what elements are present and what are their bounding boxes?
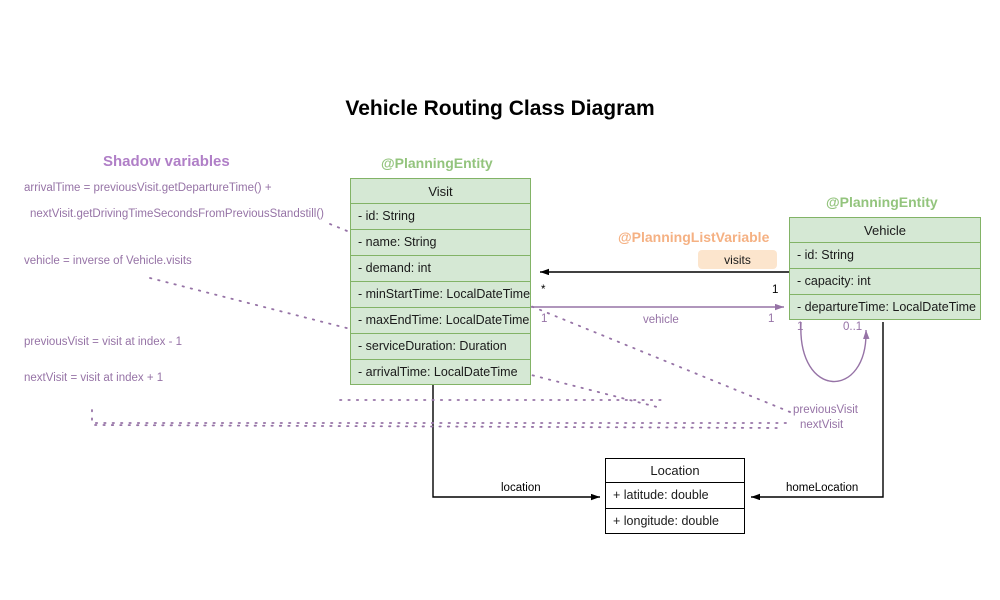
visit-attribute-name: - name: String bbox=[350, 229, 531, 255]
visit-attribute-min-start-time: - minStartTime: LocalDateTime bbox=[350, 281, 531, 307]
visits-multiplicity-visit-side: * bbox=[541, 284, 546, 296]
location-attribute-longitude: + longitude: double bbox=[605, 508, 745, 534]
visits-annotation: @PlanningListVariable bbox=[618, 229, 770, 245]
class-box-visit: Visit - id: String - name: String - dema… bbox=[350, 178, 531, 385]
visit-annotation: @PlanningEntity bbox=[381, 155, 493, 171]
page-title: Vehicle Routing Class Diagram bbox=[345, 97, 655, 120]
vehicle-class-name: Vehicle bbox=[789, 217, 981, 242]
shadow-variables-title: Shadow variables bbox=[103, 153, 230, 170]
vehicle-multiplicity-visit-side: 1 bbox=[541, 313, 548, 325]
previous-visit-multiplicity-source: 1 bbox=[797, 321, 804, 333]
previous-visit-multiplicity-target: 0..1 bbox=[843, 321, 863, 333]
vehicle-edge-label: vehicle bbox=[643, 314, 679, 326]
shadow-note-arrival-time-2: nextVisit.getDrivingTimeSecondsFromPrevi… bbox=[30, 208, 324, 220]
edge-location bbox=[432, 383, 600, 501]
visit-attribute-arrival-time: - arrivalTime: LocalDateTime bbox=[350, 359, 531, 385]
visit-attribute-demand: - demand: int bbox=[350, 255, 531, 281]
shadow-note-vehicle: vehicle = inverse of Vehicle.visits bbox=[24, 255, 192, 267]
class-box-vehicle: Vehicle - id: String - capacity: int - d… bbox=[789, 217, 981, 320]
vehicle-attribute-capacity: - capacity: int bbox=[789, 268, 981, 294]
previous-visit-edge-label: previousVisit bbox=[793, 404, 858, 416]
visit-class-name: Visit bbox=[350, 178, 531, 203]
class-box-location: Location + latitude: double + longitude:… bbox=[605, 458, 745, 534]
shadow-note-next-visit: nextVisit = visit at index + 1 bbox=[24, 372, 164, 384]
shadow-note-arrival-time-1: arrivalTime = previousVisit.getDeparture… bbox=[24, 182, 272, 194]
vehicle-attribute-id: - id: String bbox=[789, 242, 981, 268]
visits-label-badge: visits bbox=[698, 250, 777, 269]
shadow-note-previous-visit: previousVisit = visit at index - 1 bbox=[24, 336, 182, 348]
next-visit-edge-label: nextVisit bbox=[800, 419, 844, 431]
location-edge-label: location bbox=[501, 482, 541, 494]
vehicle-annotation: @PlanningEntity bbox=[826, 194, 938, 210]
vehicle-attribute-departure-time: - departureTime: LocalDateTime bbox=[789, 294, 981, 320]
visit-attribute-id: - id: String bbox=[350, 203, 531, 229]
location-attribute-latitude: + latitude: double bbox=[605, 482, 745, 508]
location-class-name: Location bbox=[605, 458, 745, 482]
visit-attribute-service-duration: - serviceDuration: Duration bbox=[350, 333, 531, 359]
vehicle-multiplicity-vehicle-side: 1 bbox=[768, 313, 775, 325]
visits-multiplicity-vehicle-side: 1 bbox=[772, 284, 779, 296]
home-location-edge-label: homeLocation bbox=[786, 482, 859, 494]
visit-attribute-max-end-time: - maxEndTime: LocalDateTime bbox=[350, 307, 531, 333]
